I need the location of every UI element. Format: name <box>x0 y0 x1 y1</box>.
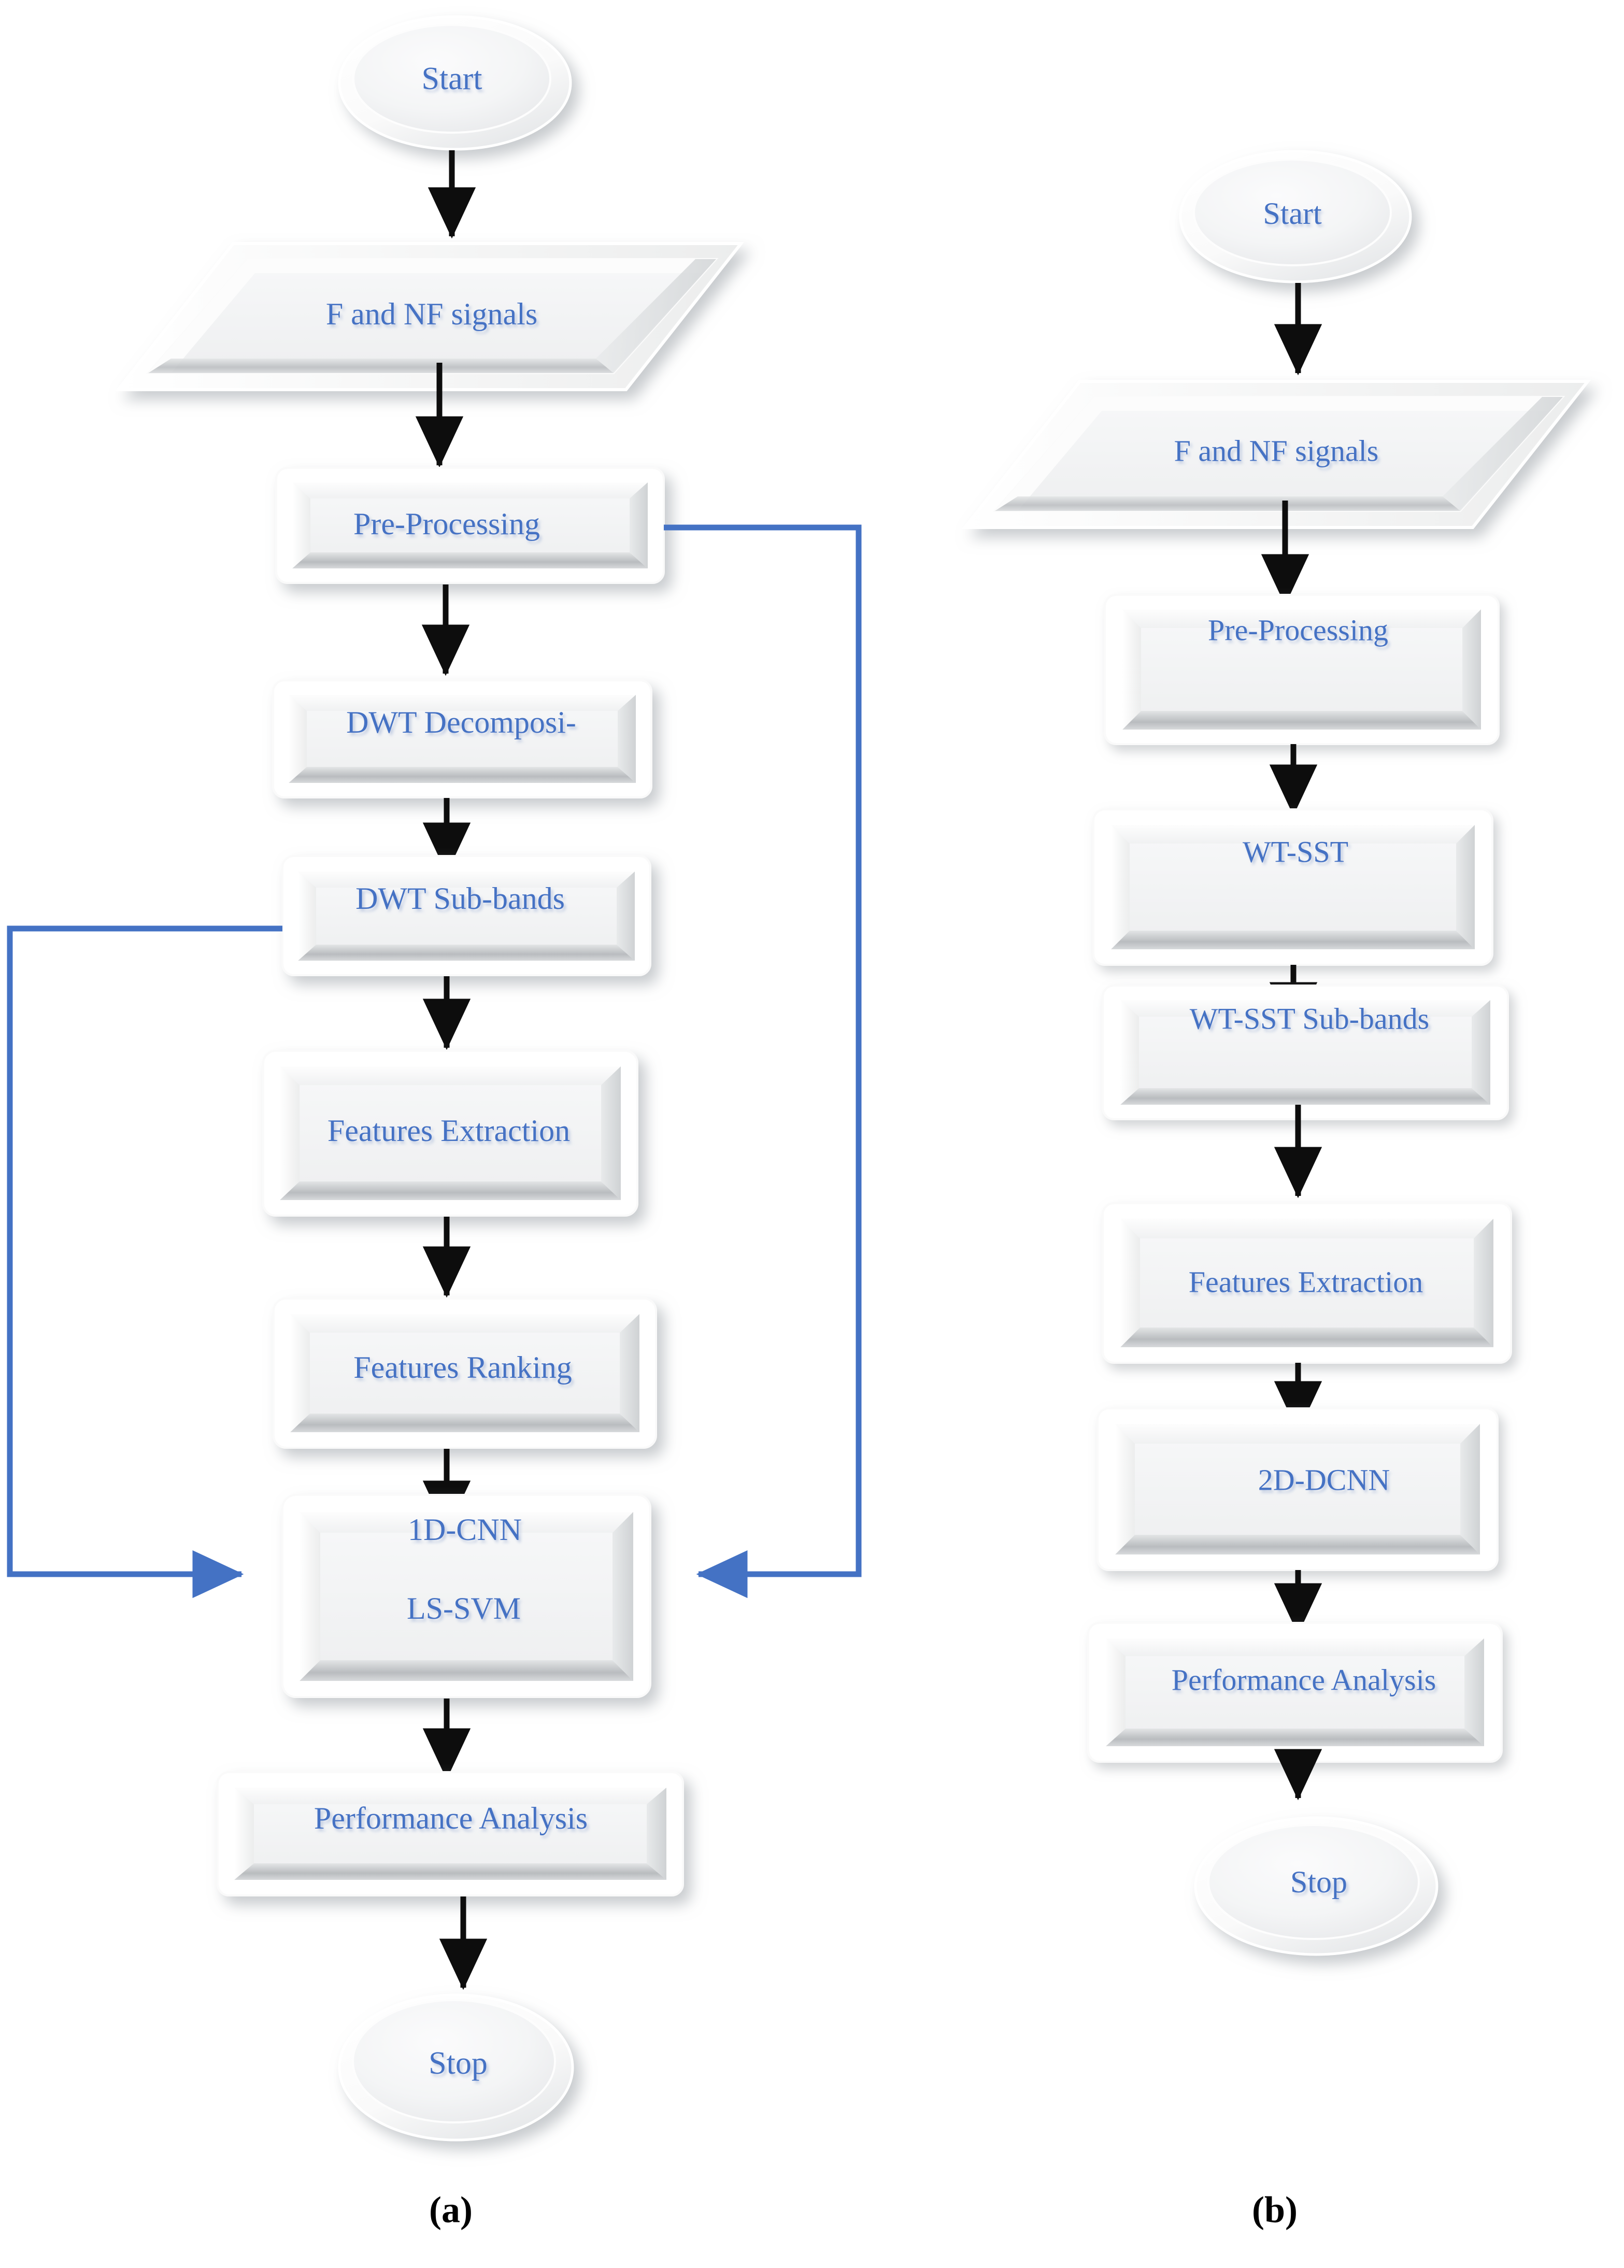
node-b-wtsst-label: WT-SST <box>1243 835 1348 868</box>
node-b-perf-label: Performance Analysis <box>1172 1663 1436 1696</box>
node-b-start-label: Start <box>1263 196 1322 231</box>
node-a-dwt-label: DWT Decomposi- <box>346 705 576 739</box>
node-a-dwt[interactable] <box>272 679 652 798</box>
node-a-start-label: Start <box>421 61 482 96</box>
panel-a-caption: (a) <box>429 2189 473 2231</box>
node-a-perf-label: Performance Analysis <box>314 1801 588 1835</box>
node-a-featrank-label: Features Ranking <box>353 1350 572 1385</box>
node-b-featext[interactable] <box>1102 1202 1512 1364</box>
node-a-model-label-2: LS-SVM <box>407 1591 521 1625</box>
node-a-stop-label: Stop <box>429 2046 488 2081</box>
node-a-pre[interactable] <box>275 467 665 584</box>
node-a-subbands-label: DWT Sub-bands <box>355 881 565 916</box>
node-a-data[interactable] <box>115 242 745 391</box>
node-b-dcnn-label: 2D-DCNN <box>1258 1463 1390 1496</box>
panel-b-caption: (b) <box>1252 2189 1298 2231</box>
node-a-subbands[interactable] <box>281 855 651 976</box>
node-b-pre-label: Pre-Processing <box>1208 613 1388 647</box>
node-a-stop[interactable] <box>338 1993 574 2142</box>
node-b-dcnn[interactable] <box>1096 1407 1499 1571</box>
node-a-start[interactable] <box>338 15 572 151</box>
node-b-subbands-label: WT-SST Sub-bands <box>1190 1002 1429 1035</box>
node-a-model-label-1: 1D-CNN <box>408 1513 522 1547</box>
node-a-model[interactable] <box>281 1494 651 1698</box>
node-b-featext-label: Features Extraction <box>1189 1265 1423 1299</box>
node-b-stop[interactable] <box>1194 1816 1438 1956</box>
node-b-subbands[interactable] <box>1102 985 1509 1120</box>
node-a-pre-label: Pre-Processing <box>353 507 540 541</box>
edge-a-pre-to-model-feedback <box>664 524 862 1599</box>
node-b-data[interactable] <box>961 380 1591 529</box>
node-b-pre[interactable] <box>1104 594 1500 745</box>
node-b-perf[interactable] <box>1087 1622 1503 1763</box>
node-a-featrank[interactable] <box>273 1297 657 1449</box>
node-b-wtsst[interactable] <box>1092 808 1493 966</box>
node-a-perf[interactable] <box>217 1771 684 1896</box>
node-a-featext[interactable] <box>262 1050 638 1217</box>
node-b-data-label: F and NF signals <box>1174 434 1379 467</box>
node-b-stop-label: Stop <box>1290 1865 1347 1899</box>
edge-a-subbands-to-model-feedback <box>7 925 282 1599</box>
node-a-featext-label: Features Extraction <box>327 1114 570 1148</box>
node-a-data-label: F and NF signals <box>326 297 537 331</box>
node-b-start[interactable] <box>1179 150 1412 283</box>
